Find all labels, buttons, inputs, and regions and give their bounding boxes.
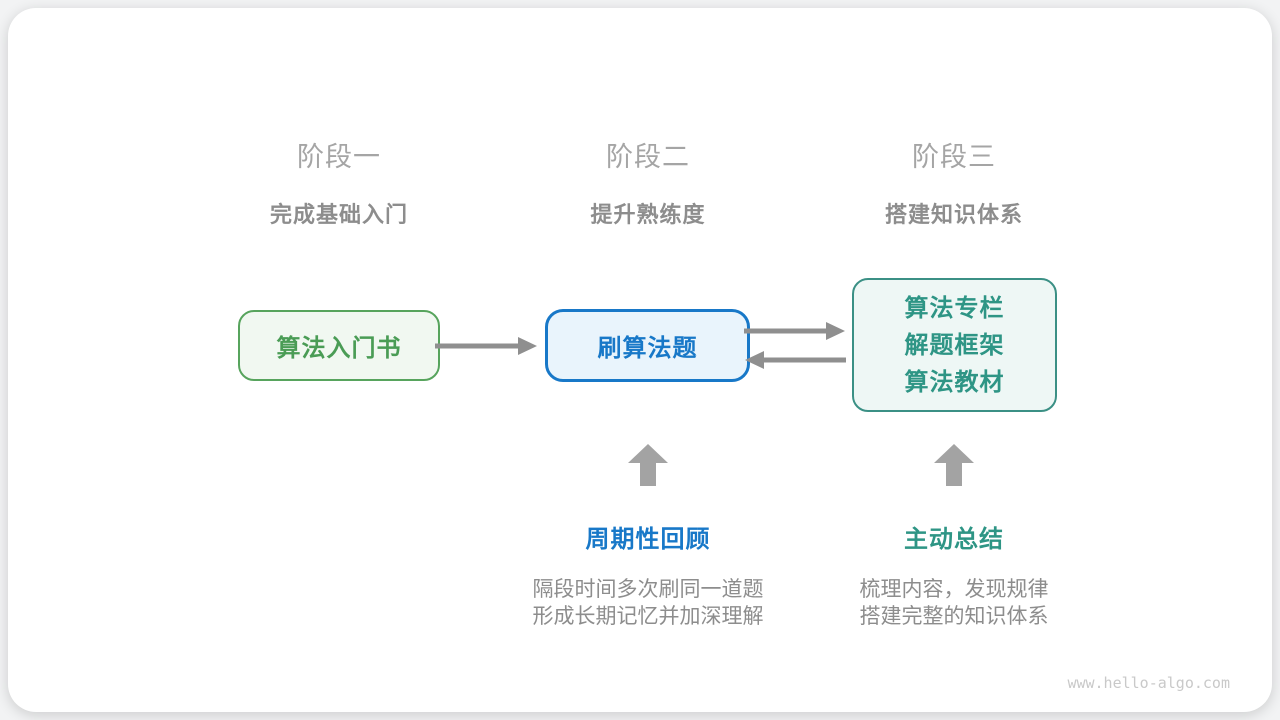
watermark-url: www.hello-algo.com — [1067, 674, 1230, 692]
annotation-review-desc-line-2: 形成长期记忆并加深理解 — [532, 605, 764, 628]
annotation-summary: 主动总结 梳理内容，发现规律 搭建完整的知识体系 — [784, 519, 1124, 630]
annotation-review: 周期性回顾 隔段时间多次刷同一道题 形成长期记忆并加深理解 — [478, 519, 818, 630]
stage-1-header: 阶段一 完成基础入门 — [179, 135, 499, 229]
diagram-canvas: 阶段一 完成基础入门 阶段二 提升熟练度 阶段三 搭建知识体系 算法入门书 刷算… — [8, 8, 1272, 712]
annotation-summary-title: 主动总结 — [904, 526, 1004, 553]
arrow-up-summary-icon — [934, 444, 974, 486]
annotation-review-title: 周期性回顾 — [585, 526, 711, 553]
node-resources-line-2: 解题框架 — [904, 331, 1005, 359]
node-intro-book-label: 算法入门书 — [276, 335, 402, 362]
arrow-up-review-icon — [628, 444, 668, 486]
stage-2-header: 阶段二 提升熟练度 — [488, 135, 808, 229]
annotation-summary-desc-line-1: 梳理内容，发现规律 — [859, 578, 1049, 601]
stage-3-header: 阶段三 搭建知识体系 — [794, 135, 1114, 229]
node-intro-book: 算法入门书 — [238, 310, 440, 381]
annotation-review-desc-line-1: 隔段时间多次刷同一道题 — [532, 578, 764, 601]
node-practice: 刷算法题 — [545, 309, 750, 382]
stage-2-title: 阶段二 — [606, 142, 690, 172]
node-practice-label: 刷算法题 — [597, 335, 698, 362]
arrow-practice-to-resources-icon — [744, 322, 845, 340]
arrow-resources-to-practice-icon — [745, 351, 846, 369]
annotation-summary-desc: 梳理内容，发现规律 搭建完整的知识体系 — [784, 576, 1124, 630]
node-resources: 算法专栏 解题框架 算法教材 — [852, 278, 1057, 412]
node-resources-line-1: 算法专栏 — [904, 294, 1005, 322]
stage-2-subtitle: 提升熟练度 — [590, 202, 706, 227]
arrow-intro-to-practice-icon — [435, 337, 537, 355]
annotation-summary-desc-line-2: 搭建完整的知识体系 — [859, 605, 1049, 628]
stage-3-title: 阶段三 — [912, 142, 996, 172]
node-resources-line-3: 算法教材 — [904, 368, 1005, 396]
annotation-review-desc: 隔段时间多次刷同一道题 形成长期记忆并加深理解 — [478, 576, 818, 630]
stage-1-title: 阶段一 — [297, 142, 381, 172]
stage-1-subtitle: 完成基础入门 — [269, 202, 408, 227]
stage-3-subtitle: 搭建知识体系 — [884, 202, 1023, 227]
